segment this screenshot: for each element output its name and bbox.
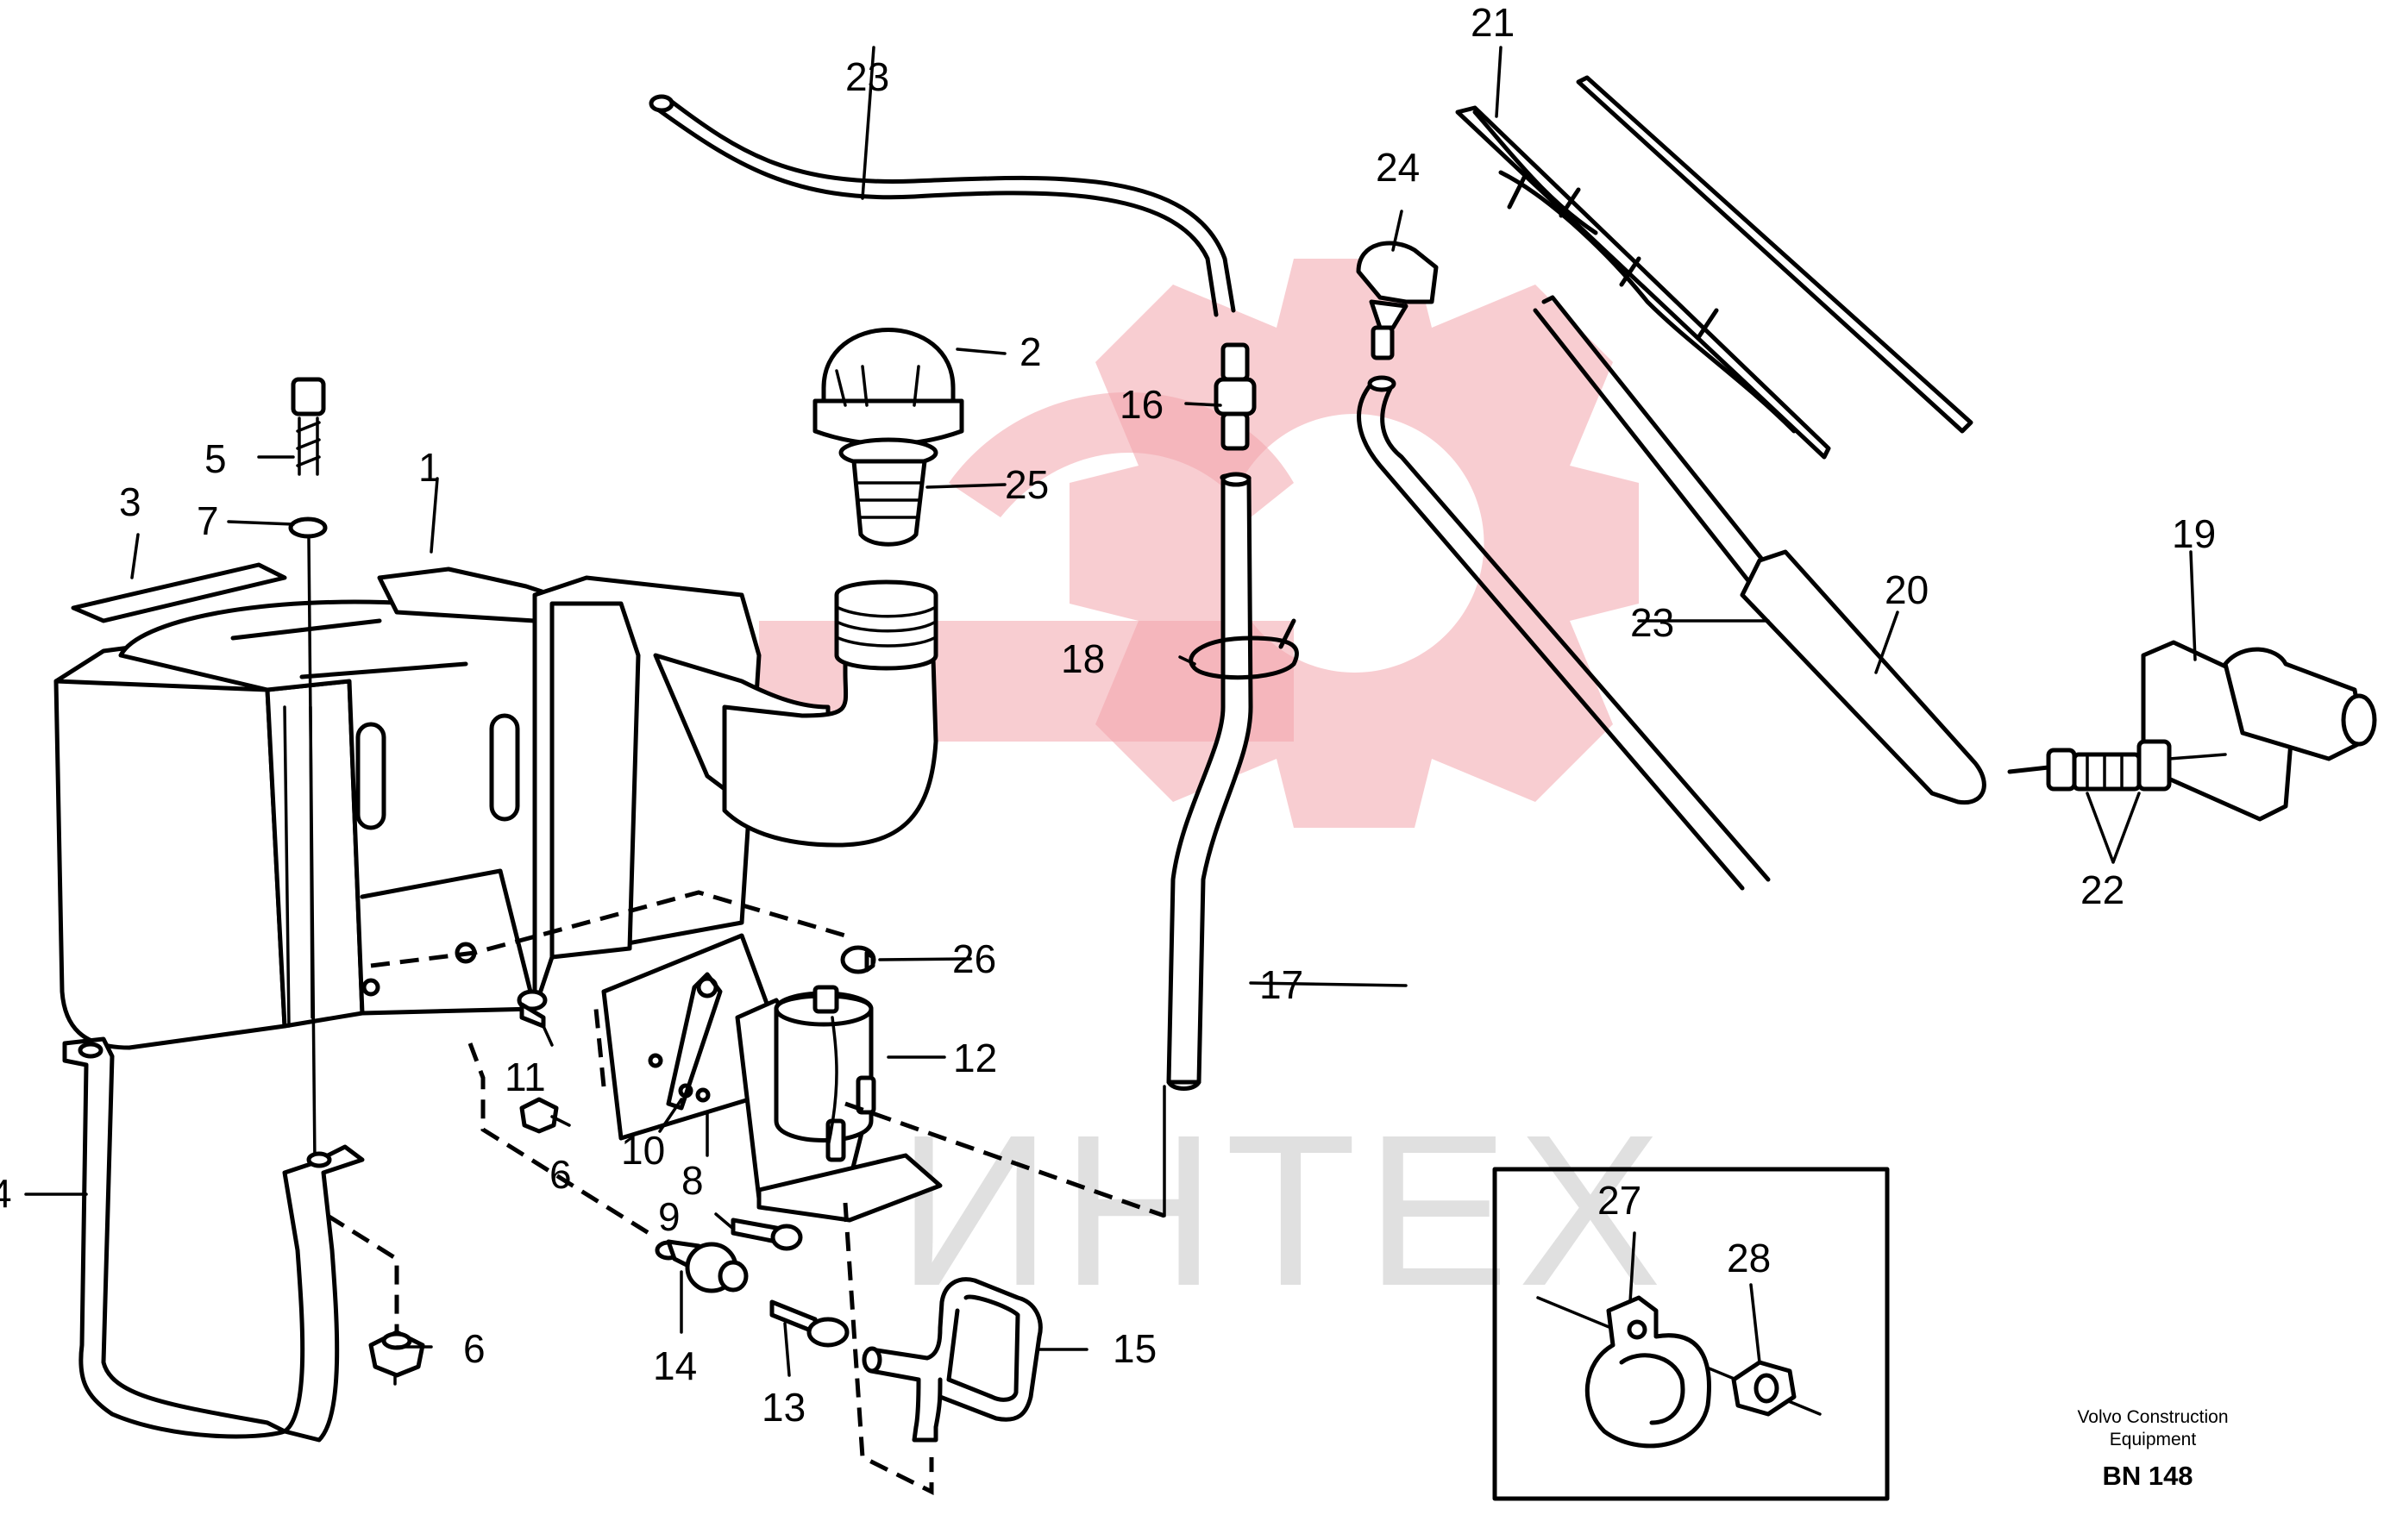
pump-screw xyxy=(731,1218,803,1251)
label-23-top: 23 xyxy=(845,54,889,99)
label-14: 14 xyxy=(653,1343,697,1388)
label-25: 25 xyxy=(1005,462,1049,507)
washer-pump xyxy=(735,985,943,1223)
label-8: 8 xyxy=(681,1158,704,1203)
label-23-right: 23 xyxy=(1630,600,1674,645)
hose-upper xyxy=(649,94,1236,317)
nut-mid xyxy=(519,1097,559,1134)
label-28: 28 xyxy=(1727,1236,1771,1280)
connector xyxy=(1214,342,1257,451)
label-6-lower: 6 xyxy=(463,1326,486,1371)
label-17: 17 xyxy=(1259,962,1303,1007)
label-24: 24 xyxy=(1376,145,1420,190)
label-20: 20 xyxy=(1885,567,1929,612)
part-labels: 23 2 5 1 3 7 16 25 18 23 24 21 19 20 22 … xyxy=(0,0,2216,1430)
label-26: 26 xyxy=(952,936,996,981)
label-21: 21 xyxy=(1471,0,1515,45)
label-4: 4 xyxy=(0,1171,12,1216)
screw xyxy=(517,989,548,1029)
pump-bracket xyxy=(601,933,775,1141)
filler-cap xyxy=(812,328,964,447)
label-10: 10 xyxy=(621,1128,665,1173)
label-7: 7 xyxy=(197,498,219,543)
loop-hose xyxy=(862,1277,1043,1443)
strainer xyxy=(838,437,938,547)
label-9: 9 xyxy=(658,1194,681,1239)
label-2: 2 xyxy=(1019,329,1042,374)
hose-nozzle xyxy=(1357,375,1771,891)
label-1: 1 xyxy=(418,445,441,490)
nut-lower xyxy=(368,1330,425,1386)
company-name-line2: Equipment xyxy=(2110,1430,2197,1449)
wiper-blade xyxy=(1455,75,1973,460)
plug xyxy=(840,945,876,974)
spindle xyxy=(2007,739,2227,792)
wiper-arm xyxy=(1533,295,1986,805)
grommet xyxy=(655,1239,749,1293)
cover-plate xyxy=(71,562,287,623)
label-19: 19 xyxy=(2172,511,2216,556)
filler-neck xyxy=(834,579,938,671)
label-22: 22 xyxy=(2080,867,2124,912)
bolt xyxy=(288,377,328,1166)
assembly-lines xyxy=(326,890,1166,1496)
label-3: 3 xyxy=(119,479,141,524)
strap xyxy=(62,1036,365,1443)
caption: Volvo Construction Equipment BN 148 xyxy=(2077,1407,2228,1491)
label-5: 5 xyxy=(204,436,227,481)
watermark-text: ИНТЕХ xyxy=(897,1090,1670,1330)
leader-lines xyxy=(24,46,2197,1377)
fitting xyxy=(769,1299,850,1348)
wiper-motor xyxy=(2141,640,2377,822)
diagram-code: BN 148 xyxy=(2102,1461,2193,1491)
label-16: 16 xyxy=(1120,382,1164,427)
label-13: 13 xyxy=(762,1385,806,1430)
hose-clip xyxy=(1189,618,1299,680)
label-18: 18 xyxy=(1061,636,1105,681)
company-name-line1: Volvo Construction xyxy=(2077,1407,2228,1427)
label-11: 11 xyxy=(505,1055,546,1099)
label-6-mid: 6 xyxy=(549,1152,572,1197)
label-15: 15 xyxy=(1113,1326,1157,1371)
label-12: 12 xyxy=(953,1036,997,1080)
label-27: 27 xyxy=(1597,1178,1641,1223)
hose-lower xyxy=(1166,472,1253,1091)
nozzle xyxy=(1356,241,1439,360)
